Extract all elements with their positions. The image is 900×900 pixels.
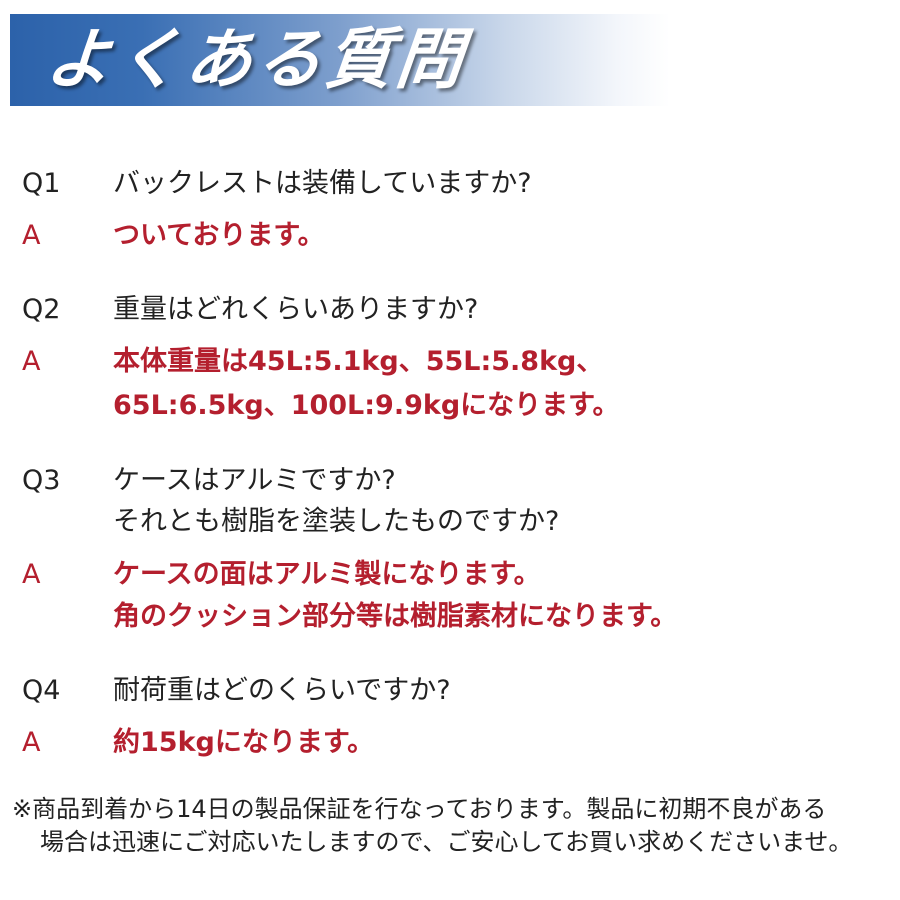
footnote-line-2: 場合は迅速にご対応いたしますので、ご安心してお買い求めくださいませ。 [40, 828, 853, 856]
page-title: よくある質問 [42, 21, 471, 98]
question-label: Q2 [22, 294, 61, 325]
answer-text: ケースの面はアルミ製になります。 [113, 559, 541, 590]
question-text: ケースはアルミですか? [113, 465, 396, 496]
footnote-line-1: ※商品到着から14日の製品保証を行なっております。製品に初期不良がある [12, 795, 827, 823]
faq-question-4: Q4 耐荷重はどのくらいですか? [0, 674, 900, 708]
faq-answer-1: A ついております。 [0, 219, 900, 253]
faq-question-3-cont: それとも樹脂を塗装したものですか? [0, 505, 900, 539]
answer-label: A [22, 559, 41, 590]
faq-question-1: Q1 バックレストは装備していますか? [0, 167, 900, 201]
answer-label: A [22, 346, 41, 377]
question-text: 重量はどれくらいありますか? [113, 294, 479, 325]
answer-text: 65L:6.5kg、100L:9.9kgになります。 [113, 390, 620, 421]
answer-text: 本体重量は45L:5.1kg、55L:5.8kg、 [113, 346, 604, 377]
question-label: Q4 [22, 675, 61, 706]
faq-answer-3-cont: 角のクッション部分等は樹脂素材になります。 [0, 600, 900, 634]
faq-question-2: Q2 重量はどれくらいありますか? [0, 293, 900, 327]
answer-label: A [22, 220, 41, 251]
faq-header-banner: よくある質問 [10, 14, 670, 106]
question-label: Q1 [22, 168, 61, 199]
answer-label: A [22, 727, 41, 758]
faq-question-3: Q3 ケースはアルミですか? [0, 464, 900, 498]
faq-answer-2-cont: 65L:6.5kg、100L:9.9kgになります。 [0, 389, 900, 423]
answer-text: 約15kgになります。 [113, 727, 375, 758]
question-text: それとも樹脂を塗装したものですか? [113, 506, 560, 537]
question-text: 耐荷重はどのくらいですか? [113, 675, 451, 706]
answer-text: ついております。 [113, 220, 325, 251]
faq-answer-3: A ケースの面はアルミ製になります。 [0, 558, 900, 592]
faq-answer-2: A 本体重量は45L:5.1kg、55L:5.8kg、 [0, 345, 900, 379]
answer-text: 角のクッション部分等は樹脂素材になります。 [113, 601, 678, 632]
faq-answer-4: A 約15kgになります。 [0, 726, 900, 760]
question-label: Q3 [22, 465, 61, 496]
question-text: バックレストは装備していますか? [113, 168, 532, 199]
